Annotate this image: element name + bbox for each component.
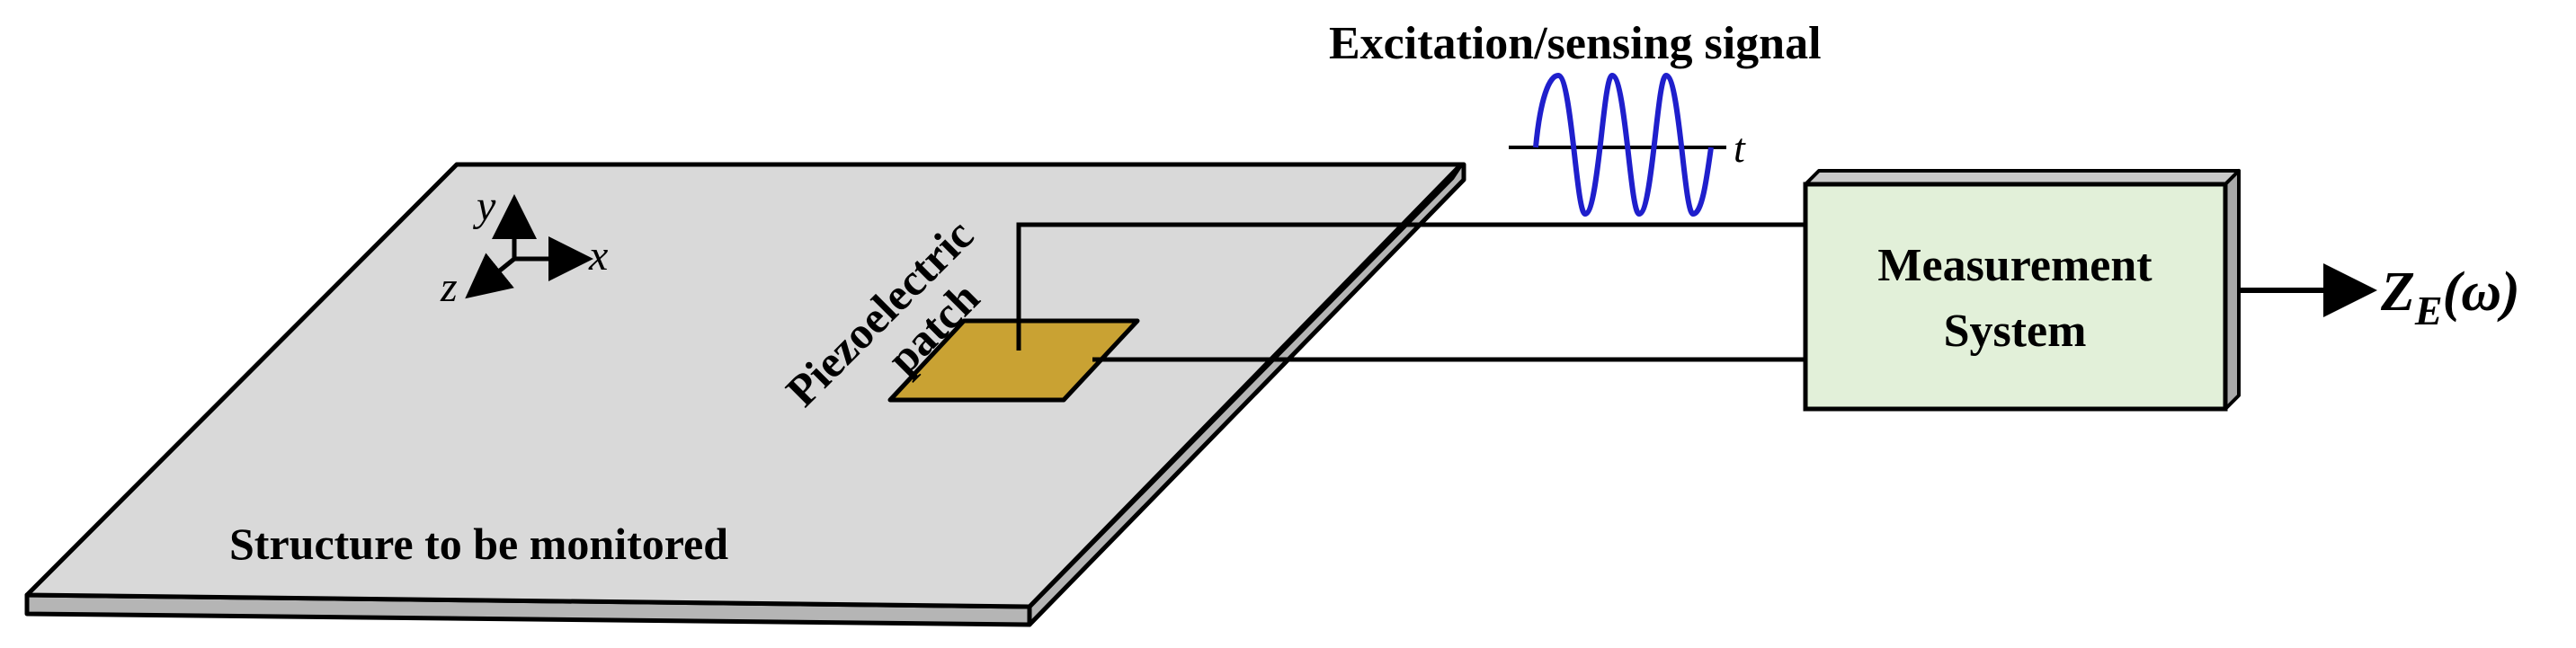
measurement-label-line1: Measurement bbox=[1877, 240, 2153, 291]
measurement-label-line2: System bbox=[1944, 306, 2087, 357]
structure-label: Structure to be monitored bbox=[229, 519, 728, 569]
output-label: ZE(ω) bbox=[2380, 262, 2520, 333]
output-argument: (ω) bbox=[2443, 262, 2520, 323]
sine-wave-icon bbox=[1533, 72, 1714, 217]
piezoelectric-patch bbox=[887, 318, 1140, 403]
axis-label-x: x bbox=[588, 232, 608, 280]
structure-plate bbox=[24, 162, 1464, 609]
axis-label-y: y bbox=[472, 182, 496, 230]
signal-title: Excitation/sensing signal bbox=[1329, 18, 1822, 69]
output-symbol: Z bbox=[2380, 262, 2415, 323]
signal-axis-label: t bbox=[1734, 125, 1746, 171]
wire-top bbox=[1016, 222, 1805, 351]
output-subscript: E bbox=[2414, 288, 2443, 333]
axis-label-z: z bbox=[440, 263, 458, 311]
coordinate-axes-icon bbox=[465, 194, 593, 299]
measurement-system-box bbox=[1803, 182, 2228, 412]
